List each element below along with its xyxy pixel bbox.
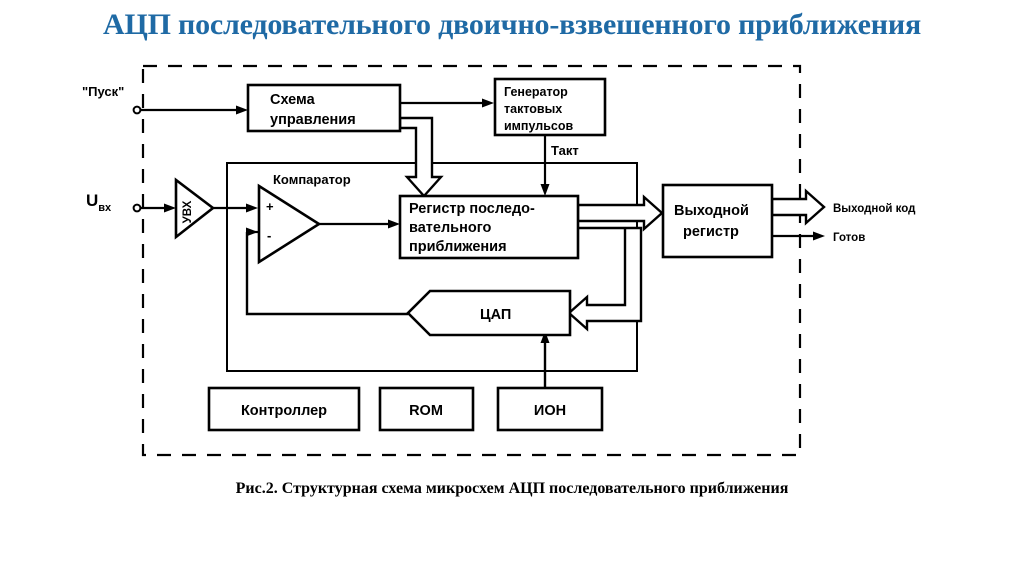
start-signal-label: "Пуск" <box>82 84 124 99</box>
wide-arrow-sar-to-output-register <box>576 194 664 232</box>
controller-label: Контроллер <box>241 403 327 419</box>
arrowhead-input-to-sample-hold <box>164 203 176 213</box>
start-terminal-dot <box>132 105 142 115</box>
arrowhead-output-ready <box>813 231 825 241</box>
block-clock-generator[interactable] <box>493 77 607 137</box>
block-control-circuit[interactable] <box>246 83 402 133</box>
ready-label: Готов <box>833 232 865 244</box>
block-sar-register[interactable] <box>398 194 580 260</box>
output-register-label-line2: регистр <box>683 224 739 240</box>
sar-register-label-line3: приближения <box>409 239 507 255</box>
output-register-label-line1: Выходной <box>674 203 749 219</box>
chip-boundary-dashed <box>141 64 802 457</box>
sar-register-label-line1: Регистр последо- <box>409 201 535 217</box>
wide-arrow-output-code <box>770 188 826 226</box>
input-voltage-terminal-dot <box>132 203 142 213</box>
input-voltage-label: Uвх <box>86 191 112 214</box>
comparator-plus-label: + <box>266 199 274 214</box>
input-voltage-label-sub: вх <box>98 202 112 214</box>
wide-arrow-control-to-sar <box>398 116 444 198</box>
ion-label: ИОН <box>534 403 566 419</box>
block-dac[interactable] <box>406 289 572 337</box>
clock-generator-label-line2: тактовых <box>504 102 562 116</box>
block-sample-hold[interactable] <box>174 177 216 240</box>
block-ion[interactable] <box>496 386 604 432</box>
input-voltage-label-main: U <box>86 191 98 210</box>
block-comparator[interactable] <box>257 183 322 265</box>
arrowhead-sample-hold-to-comparator <box>246 203 258 213</box>
arrowhead-clock-to-sar <box>540 184 550 196</box>
comparator-minus-label: - <box>267 228 271 243</box>
output-code-label: Выходной код <box>833 203 916 215</box>
wire-dac-to-comparator-minus <box>245 232 408 316</box>
core-boundary <box>226 162 638 372</box>
arrowhead-start-to-control <box>236 105 248 115</box>
clock-generator-label-line1: Генератор <box>504 85 568 99</box>
clock-generator-label-line3: импульсов <box>504 119 573 133</box>
arrowhead-comparator-to-sar <box>388 219 400 229</box>
figure-caption: Рис.2. Структурная схема микросхем АЦП п… <box>235 480 789 497</box>
page-title: АЦП последовательного двоично-взвешенног… <box>103 8 921 41</box>
sample-hold-label: УВХ <box>182 200 194 223</box>
dac-label: ЦАП <box>480 307 511 323</box>
wide-arrow-sar-to-dac <box>567 226 643 332</box>
rom-label: ROM <box>409 403 443 419</box>
arrowhead-control-to-generator <box>482 98 494 108</box>
control-circuit-label-line2: управления <box>270 112 356 128</box>
block-rom[interactable] <box>378 386 475 432</box>
block-controller[interactable] <box>207 386 361 432</box>
sar-register-label-line2: вательного <box>409 220 492 236</box>
arrowhead-ion-to-dac <box>540 331 550 343</box>
comparator-title-label: Компаратор <box>273 172 351 187</box>
control-circuit-label-line1: Схема <box>270 92 316 108</box>
block-output-register[interactable] <box>661 183 774 259</box>
clock-signal-label: Такт <box>551 143 579 158</box>
